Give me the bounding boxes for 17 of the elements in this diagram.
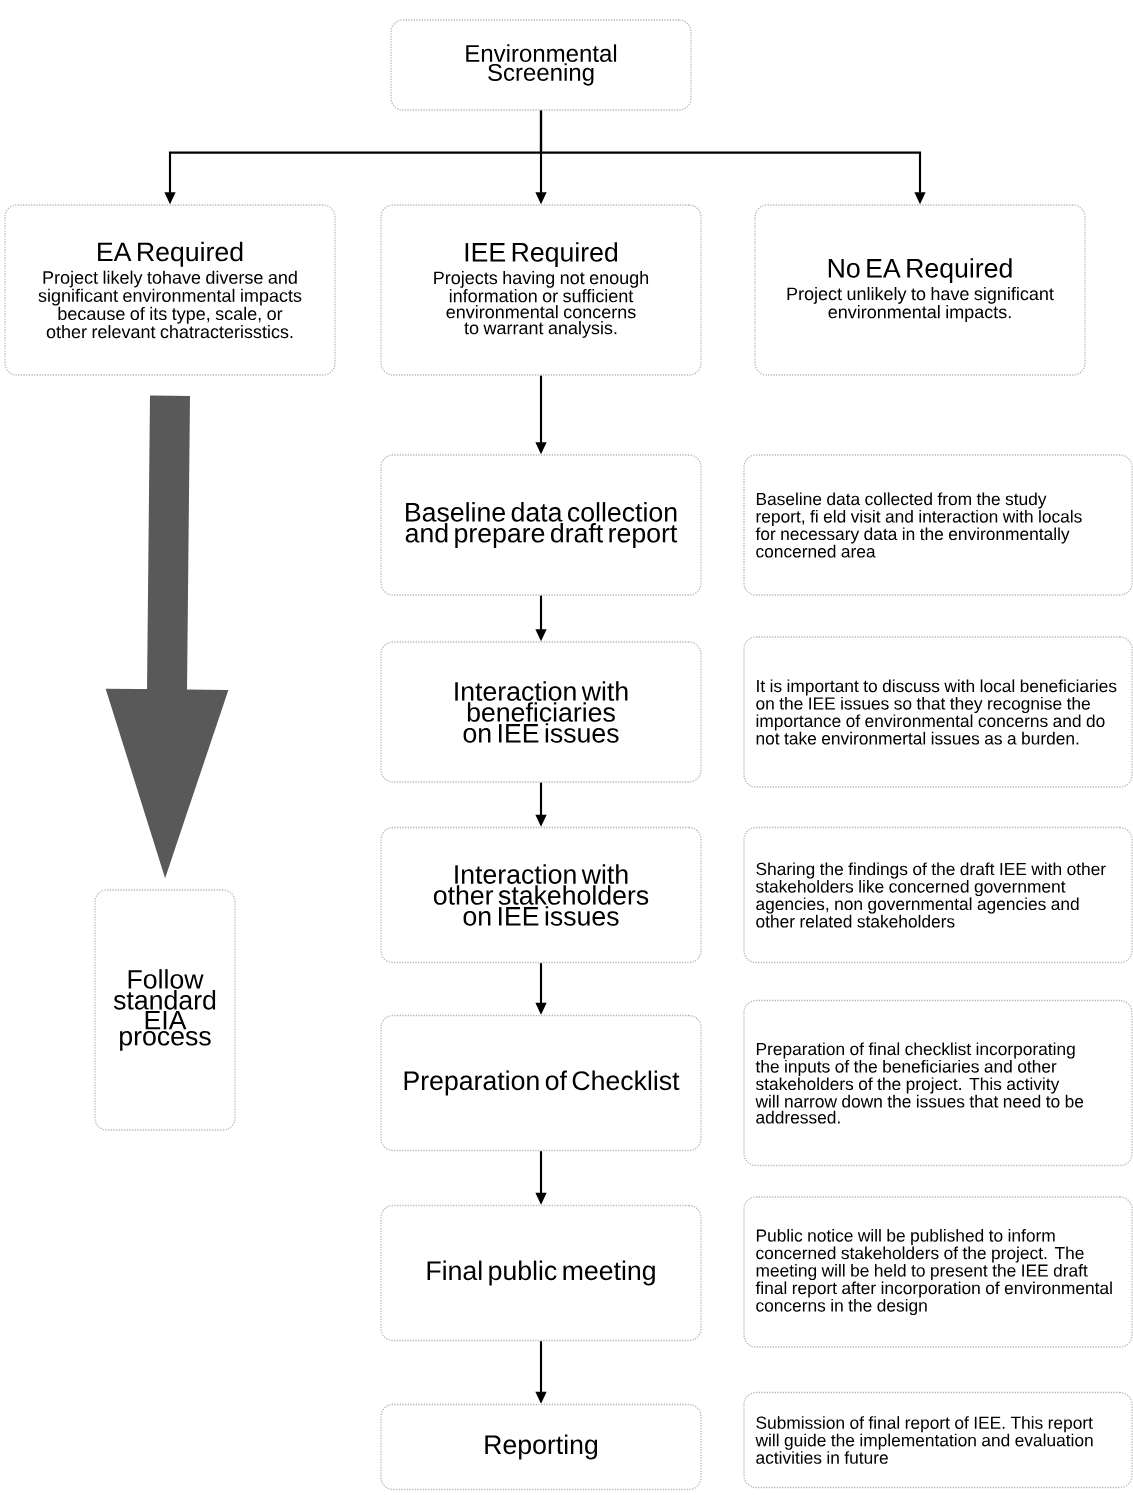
step-box: Interaction with other stakeholders on IEE issues [380,826,702,964]
category-box: EA Required Project likely tohave diverse and significant environmental impacts because of its type, scale, or other relevant chatracterisstics. [4,204,336,376]
description-box: Public notice will be published to inform concerned stakeholders of the project. The meeting will be held to present the IEE draft final report after incorporation of environmental concerns in the design [743,1196,1133,1348]
step-box: Baseline data collection and prepare draft report [380,454,702,596]
process-box: Follow standard EIA process [94,889,236,1131]
title-box: Environmental Screening [390,19,692,111]
category-box: IEE Required Projects having not enough information or sufficient environmental concerns to warrant analysis. [380,204,702,376]
step-box: Final public meeting [380,1204,702,1342]
step-box: Reporting [380,1403,702,1491]
description-box: Sharing the findings of the draft IEE with other stakeholders like concerned government agencies, non governmental agencies and other related stakeholders [743,826,1133,964]
step-box: Preparation of Checklist [380,1014,702,1152]
description-box: Submission of final report of IEE. This report will guide the implementation and evaluation activities in future [743,1391,1133,1489]
description-box: It is important to discuss with local beneficiaries on the IEE issues so that they recognise the importance of environmental concerns and do not take environmertal issues as a burden. [743,636,1133,788]
description-box: Preparation of final checklist incorporating the inputs of the beneficiaries and other stakeholders of the project. This activity will narrow down the issues that need to be addressed. [743,999,1133,1167]
description-box: Baseline data collected from the study report, fi eld visit and interaction with locals for necessary data in the environmentally concerned area [743,454,1133,596]
category-box: No EA Required Project unlikely to have significant environmental impacts. [754,204,1086,376]
step-box: Interaction with beneficiaries on IEE issues [380,641,702,783]
